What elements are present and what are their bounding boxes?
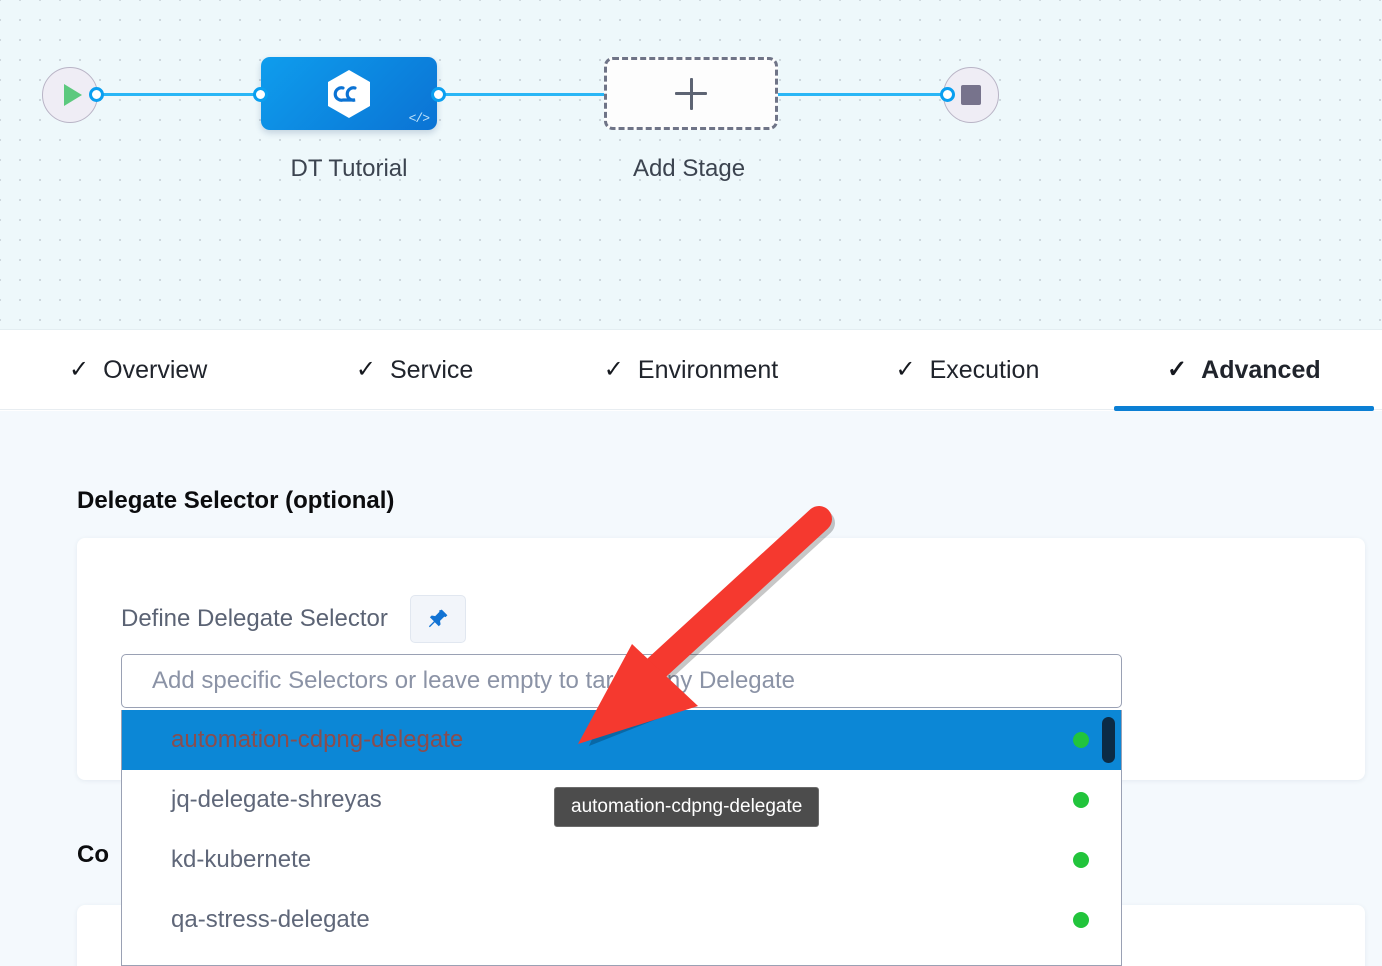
check-icon: ✓ xyxy=(1167,356,1188,383)
status-dot-icon xyxy=(1073,732,1089,748)
tab-execution[interactable]: ✓ Execution xyxy=(829,331,1105,410)
delegate-option-automation-cdpng-delegate[interactable]: automation-cdpng-delegate xyxy=(122,710,1121,770)
tab-advanced-label: Advanced xyxy=(1201,355,1321,384)
delegate-option-label: jq-delegate-shreyas xyxy=(171,786,382,813)
delegate-option-label: qa-stress-delegate xyxy=(171,906,370,933)
status-dot-icon xyxy=(1073,912,1089,928)
dropdown-scrollbar-thumb[interactable] xyxy=(1102,717,1115,763)
delegate-options-list[interactable]: automation-cdpng-delegate jq-delegate-sh… xyxy=(121,710,1122,966)
delegate-option-qa-stress-delegate[interactable]: qa-stress-delegate xyxy=(122,890,1121,950)
delegate-selector-input[interactable]: Add specific Selectors or leave empty to… xyxy=(121,654,1122,708)
stage-config-tabs: ✓ Overview ✓ Service ✓ Environment ✓ Exe… xyxy=(0,331,1382,411)
stop-icon xyxy=(961,85,981,105)
define-delegate-selector-label: Define Delegate Selector xyxy=(121,605,388,632)
stage-node-label: DT Tutorial xyxy=(290,155,408,182)
stage-input-port[interactable] xyxy=(253,87,268,102)
plus-icon-vertical xyxy=(689,77,693,110)
delegate-option-label: automation-cdpng-delegate xyxy=(171,726,464,753)
delegate-selector-heading: Delegate Selector (optional) xyxy=(77,487,395,514)
tab-advanced[interactable]: ✓ Advanced xyxy=(1106,331,1382,411)
delegate-option-jq-delegate-shreyas[interactable]: jq-delegate-shreyas xyxy=(122,770,1121,830)
tab-environment[interactable]: ✓ Environment xyxy=(553,331,829,410)
status-dot-icon xyxy=(1073,852,1089,868)
tab-execution-label: Execution xyxy=(929,355,1040,384)
tab-environment-label: Environment xyxy=(637,355,779,384)
code-icon: </> xyxy=(408,111,430,126)
delegate-option-label: kd-kubernete xyxy=(171,846,312,873)
delegate-option-tooltip: automation-cdpng-delegate xyxy=(554,787,820,827)
delegate-selector-placeholder: Add specific Selectors or leave empty to… xyxy=(152,667,796,694)
tab-overview-label: Overview xyxy=(103,355,208,384)
add-stage-node[interactable] xyxy=(604,57,778,130)
stage-output-port[interactable] xyxy=(431,87,446,102)
check-icon: ✓ xyxy=(603,356,624,383)
edge-start-to-stage xyxy=(95,93,270,96)
second-section-heading: Co xyxy=(77,841,109,868)
stage-node-dt-tutorial[interactable]: </> xyxy=(261,57,437,130)
check-icon: ✓ xyxy=(69,356,90,383)
add-stage-label: Add Stage xyxy=(632,155,746,182)
status-dot-icon xyxy=(1073,792,1089,808)
harness-hexagon-icon xyxy=(328,69,370,118)
pipeline-canvas[interactable]: </> DT Tutorial Add Stage xyxy=(0,0,1382,330)
play-icon xyxy=(63,84,82,106)
pushpin-icon xyxy=(428,609,448,628)
tab-overview[interactable]: ✓ Overview xyxy=(0,331,276,410)
tab-service[interactable]: ✓ Service xyxy=(276,331,552,410)
end-input-port[interactable] xyxy=(940,87,955,102)
edge-stage-to-add xyxy=(437,93,617,96)
tab-service-label: Service xyxy=(389,355,474,384)
check-icon: ✓ xyxy=(355,356,376,383)
delegate-option-kd-kubernete[interactable]: kd-kubernete xyxy=(122,830,1121,890)
pipeline-start-node[interactable] xyxy=(42,67,98,123)
edge-add-to-end xyxy=(763,93,949,96)
define-delegate-selector-row: Define Delegate Selector xyxy=(121,595,466,643)
check-icon: ✓ xyxy=(895,356,916,383)
pushpin-button[interactable] xyxy=(409,595,466,643)
delegate-selector-dropdown: Add specific Selectors or leave empty to… xyxy=(121,654,1122,966)
start-output-port[interactable] xyxy=(89,87,104,102)
